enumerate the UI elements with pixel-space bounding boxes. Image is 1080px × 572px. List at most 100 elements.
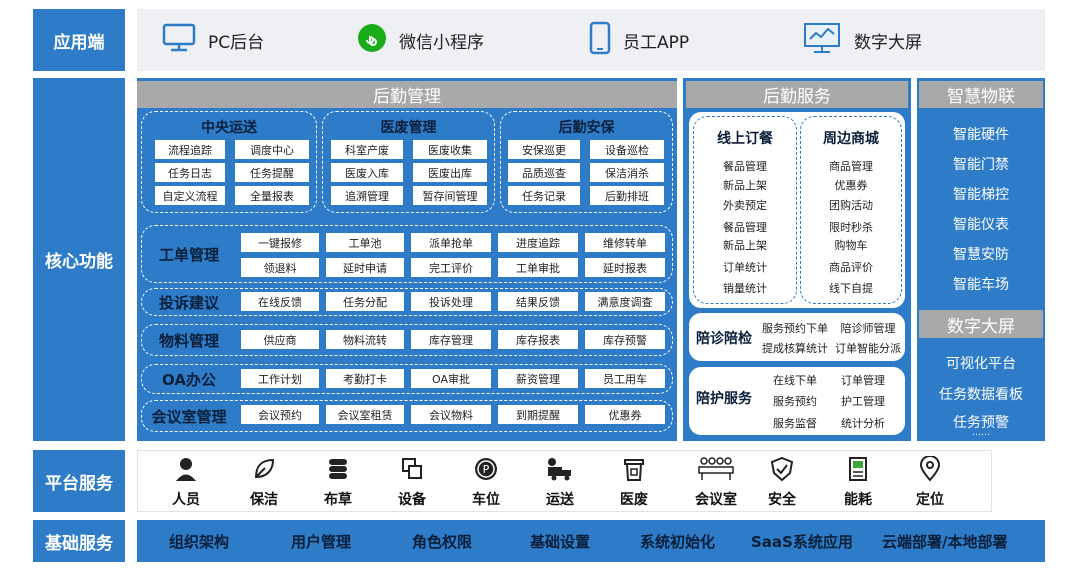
iot-item[interactable]: 智慧安防 [953, 247, 1009, 263]
base-item[interactable]: SaaS系统应用 [751, 532, 853, 551]
module-cell[interactable]: 会议物料 [411, 405, 491, 424]
module-cell[interactable]: 任务分配 [326, 292, 404, 311]
service-item[interactable]: 订单智能分派 [835, 342, 901, 355]
platform-item-cleaning[interactable]: 保洁 [234, 451, 294, 513]
platform-item-parking[interactable]: P 车位 [456, 451, 516, 513]
app-pc[interactable]: PC后台 [162, 9, 264, 71]
service-item[interactable]: 外卖预定 [723, 199, 767, 212]
service-item[interactable]: 陪诊师管理 [840, 322, 896, 335]
module-cell[interactable]: 流程追踪 [155, 140, 225, 159]
module-cell[interactable]: 派单抢单 [411, 233, 491, 252]
module-cell[interactable]: 医废入库 [331, 163, 403, 182]
service-item[interactable]: 服务预约下单 [762, 322, 828, 335]
app-employee[interactable]: 员工APP [589, 9, 689, 71]
iot-item[interactable]: 智能梯控 [953, 187, 1009, 203]
platform-item-linen[interactable]: 布草 [308, 451, 368, 513]
module-cell[interactable]: 追溯管理 [331, 186, 403, 205]
module-cell[interactable]: 后勤排班 [590, 186, 664, 205]
module-cell[interactable]: 工单池 [326, 233, 404, 252]
module-cell[interactable]: 供应商 [241, 330, 319, 349]
module-cell[interactable]: 延时申请 [326, 258, 404, 277]
module-cell[interactable]: 进度追踪 [498, 233, 578, 252]
service-item[interactable]: 订单管理 [841, 374, 885, 387]
service-item[interactable]: 服务监督 [773, 417, 817, 430]
service-item[interactable]: 餐品管理 [723, 160, 767, 173]
service-item[interactable]: 购物车 [834, 239, 868, 252]
module-cell[interactable]: 在线反馈 [241, 292, 319, 311]
base-item[interactable]: 系统初始化 [640, 532, 716, 551]
module-cell[interactable]: 考勤打卡 [326, 369, 404, 388]
module-cell[interactable]: 暂存间管理 [413, 186, 487, 205]
iot-item[interactable]: 智能硬件 [953, 127, 1009, 143]
service-item[interactable]: 优惠券 [834, 179, 868, 192]
module-cell[interactable]: 任务记录 [508, 186, 580, 205]
module-cell[interactable]: 库存报表 [498, 330, 578, 349]
module-cell[interactable]: 维修转单 [585, 233, 665, 252]
platform-item-person[interactable]: 人员 [156, 451, 216, 513]
module-cell[interactable]: 结果反馈 [498, 292, 578, 311]
screen-item[interactable]: 任务数据看板 [939, 387, 1023, 403]
module-cell[interactable]: 库存预警 [585, 330, 665, 349]
iot-item[interactable]: 智能门禁 [953, 157, 1009, 173]
iot-item[interactable]: 智能仪表 [953, 217, 1009, 233]
service-item[interactable]: 护工管理 [841, 395, 885, 408]
service-item[interactable]: 统计分析 [841, 417, 885, 430]
service-item[interactable]: 销量统计 [723, 282, 767, 295]
module-cell[interactable]: 工单审批 [498, 258, 578, 277]
module-cell[interactable]: 投诉处理 [411, 292, 491, 311]
module-cell[interactable]: 品质巡查 [508, 163, 580, 182]
module-cell[interactable]: 优惠券 [585, 405, 665, 424]
module-cell[interactable]: 员工用车 [585, 369, 665, 388]
module-cell[interactable]: 医废收集 [413, 140, 487, 159]
module-cell[interactable]: 任务提醒 [235, 163, 309, 182]
platform-item-location[interactable]: 定位 [900, 451, 960, 513]
platform-item-safety[interactable]: 安全 [752, 451, 812, 513]
service-item[interactable]: 订单统计 [723, 261, 767, 274]
platform-item-transport[interactable]: 运送 [530, 451, 590, 513]
module-cell[interactable]: 调度中心 [235, 140, 309, 159]
service-item[interactable]: 新品上架 [723, 179, 767, 192]
service-item[interactable]: 服务预约 [773, 395, 817, 408]
module-cell[interactable]: 物料流转 [326, 330, 404, 349]
service-item[interactable]: 限时秒杀 [829, 221, 873, 234]
screen-item[interactable]: 可视化平台 [946, 356, 1016, 372]
module-cell[interactable]: 会议室租赁 [326, 405, 404, 424]
screen-item[interactable]: 任务预警 [953, 415, 1009, 431]
platform-item-device[interactable]: 设备 [382, 451, 442, 513]
service-item[interactable]: 线下自提 [829, 282, 873, 295]
platform-item-energy[interactable]: 能耗 [828, 451, 888, 513]
module-cell[interactable]: 会议预约 [241, 405, 319, 424]
platform-item-meeting[interactable]: 会议室 [686, 451, 746, 513]
module-cell[interactable]: 保洁消杀 [590, 163, 664, 182]
module-cell[interactable]: 设备巡检 [590, 140, 664, 159]
module-cell[interactable]: 自定义流程 [155, 186, 225, 205]
module-cell[interactable]: 全量报表 [235, 186, 309, 205]
module-cell[interactable]: 完工评价 [411, 258, 491, 277]
module-cell[interactable]: 一键报修 [241, 233, 319, 252]
app-screen[interactable]: 数字大屏 [802, 9, 922, 71]
base-item[interactable]: 基础设置 [530, 532, 591, 551]
service-item[interactable]: 新品上架 [723, 239, 767, 252]
base-item[interactable]: 角色权限 [412, 532, 473, 551]
module-cell[interactable]: 库存管理 [411, 330, 491, 349]
service-item[interactable]: 提成核算统计 [762, 342, 828, 355]
module-cell[interactable]: 医废出库 [413, 163, 487, 182]
service-item[interactable]: 餐品管理 [723, 221, 767, 234]
module-cell[interactable]: 领退料 [241, 258, 319, 277]
service-item[interactable]: 商品管理 [829, 160, 873, 173]
module-cell[interactable]: 到期提醒 [498, 405, 578, 424]
module-cell[interactable]: OA审批 [411, 369, 491, 388]
module-cell[interactable]: 满意度调查 [585, 292, 665, 311]
module-cell[interactable]: 科室产废 [331, 140, 403, 159]
base-item[interactable]: 组织架构 [169, 532, 230, 551]
base-item[interactable]: 用户管理 [291, 532, 352, 551]
module-cell[interactable]: 任务日志 [155, 163, 225, 182]
module-cell[interactable]: 延时报表 [585, 258, 665, 277]
base-item[interactable]: 云端部署/本地部署 [882, 532, 1008, 551]
service-item[interactable]: 商品评价 [829, 261, 873, 274]
service-item[interactable]: 在线下单 [773, 374, 817, 387]
module-cell[interactable]: 工作计划 [241, 369, 319, 388]
platform-item-waste[interactable]: 医废 [604, 451, 664, 513]
iot-item[interactable]: 智能车场 [953, 277, 1009, 293]
app-wechat[interactable]: 微信小程序 [357, 9, 484, 71]
